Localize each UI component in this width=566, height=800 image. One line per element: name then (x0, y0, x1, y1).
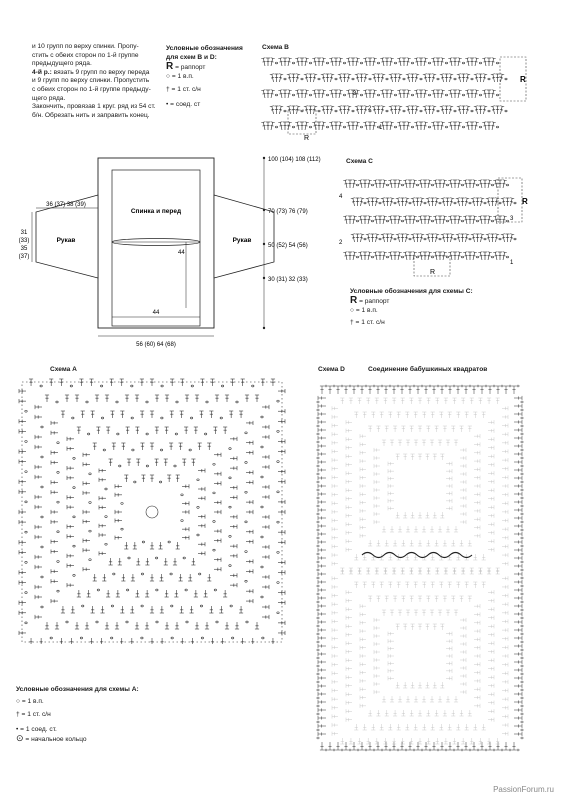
slst-icon: • (16, 726, 19, 733)
legend-chain: = 1 в.п. (171, 73, 194, 80)
legend-bd: Условные обозначения для схем B и D: R =… (166, 44, 256, 109)
instr-line: и 9 групп по верху спинки. Пропустить (32, 77, 150, 85)
legend-a-title: Условные обозначения для схемы A: (16, 686, 139, 693)
schema-c-row-2: 2 (339, 240, 343, 246)
schema-b-r-label: R (520, 75, 526, 84)
sleeve-width-dim: 36 (37) 38 (39) (46, 202, 86, 208)
chain-icon: ○ (350, 307, 354, 314)
schema-d-subtitle: Соединение бабушкиных квадратов (368, 366, 488, 373)
schema-c-r-label: R (522, 197, 528, 206)
inner-44-horizontal: 44 (153, 310, 160, 316)
instr-line: вязать 9 групп по верху переда (53, 68, 150, 76)
chain-icon: ○ (166, 73, 170, 80)
instr-line: Закончить, провязав 1 круг. ряд из 54 ст… (32, 103, 156, 111)
legend-c-repeat: = раппорт (359, 298, 390, 305)
sleeve-height-dim-2: (33) (19, 238, 30, 244)
dc-icon: † (166, 86, 170, 93)
legend-c: Условные обозначения для схемы C: R = ра… (350, 287, 473, 327)
instr-line: щего ряда. (32, 94, 66, 102)
sleeve-right-label: Рукав (233, 237, 252, 244)
inner-44-vertical: 44 (178, 250, 185, 256)
instr-line: б/н. Обрезать нить и заправить конец. (32, 111, 150, 119)
schema-d-chart (316, 384, 524, 752)
schema-b-r-label-2: R (304, 135, 309, 142)
sleeve-height-dim-1: 31 (21, 230, 28, 236)
schema-b-row-2: 2 (368, 106, 372, 112)
schema-d-title: Схема D (318, 366, 345, 373)
legend-c-chain: = 1 в.п. (355, 307, 378, 314)
legend-slst: = соед. ст (170, 101, 201, 108)
schema-b-title: Схема B (262, 44, 289, 51)
dc-icon: † (350, 319, 354, 326)
instr-line: стить с обеих сторон по 1-й группе (32, 51, 139, 59)
chain-icon: ○ (16, 698, 20, 705)
legend-a: Условные обозначения для схемы A: ○ = 1 … (16, 685, 139, 744)
garment-center-label: Спинка и перед (131, 208, 181, 215)
row4-prefix: 4-й р.: (32, 68, 52, 76)
garment-schematic: Спинка и перед Рукав Рукав 36 (37) 38 (3… (19, 156, 321, 348)
schema-c-r-label-2: R (430, 269, 435, 276)
sleeve-left-label: Рукав (57, 237, 76, 244)
instr-line: и 10 групп по верху спинки. Пропу- (32, 43, 139, 50)
slst-icon: • (166, 101, 169, 108)
instr-line: предыдущего ряда. (32, 60, 92, 68)
schema-c-row-4: 4 (339, 194, 343, 200)
right-dim-3: 50 (52) 54 (56) (268, 243, 308, 249)
magic-ring-icon: ⊙ (16, 733, 24, 743)
schema-c-row-3: 3 (510, 216, 514, 222)
repeat-symbol-icon: R (166, 61, 174, 72)
right-dim-2: 70 (73) 76 (79) (268, 209, 308, 215)
legend-bd-title: Условные обозначения (166, 45, 243, 52)
repeat-symbol-icon: R (350, 295, 358, 306)
schema-a-title: Схема A (50, 366, 77, 373)
legend-c-dc: = 1 ст. с/н (355, 319, 385, 326)
schema-a-chart (18, 378, 286, 644)
legend-a-ring: = начальное кольцо (25, 736, 87, 743)
bottom-dim: 56 (60) 64 (68) (136, 342, 176, 348)
right-dim-1: 100 (104) 108 (112) (268, 157, 321, 163)
legend-a-dc: = 1 ст. с/н (21, 711, 51, 718)
sleeve-height-dim-4: (37) (19, 254, 30, 260)
schema-b-row-3: 3 (353, 91, 357, 97)
legend-a-slst: = 1 соед. ст. (20, 726, 57, 733)
instructions-text: и 10 групп по верху спинки. Пропу- стить… (32, 43, 162, 120)
watermark: PassionForum.ru (493, 785, 554, 794)
schema-c-row-1: 1 (510, 260, 514, 266)
schema-b-chart: R R 3 2 1 (261, 56, 527, 142)
legend-a-chain: = 1 в.п. (21, 698, 44, 705)
instr-line: с обеих сторон по 1-й группе предыду- (32, 85, 151, 93)
schema-c-chart: R R 4 3 2 1 (339, 177, 528, 277)
legend-repeat: = раппорт (175, 64, 206, 71)
legend-c-title: Условные обозначения для схемы C: (350, 288, 473, 295)
legend-dc: = 1 ст. с/н (171, 86, 201, 93)
dc-icon: † (16, 711, 20, 718)
schema-b-row-1: 1 (379, 125, 383, 131)
legend-bd-title-2: для схем B и D: (166, 54, 217, 61)
schema-c-title: Схема C (346, 158, 373, 165)
sleeve-height-dim-3: 35 (21, 246, 28, 252)
right-dim-4: 30 (31) 32 (33) (268, 277, 308, 283)
